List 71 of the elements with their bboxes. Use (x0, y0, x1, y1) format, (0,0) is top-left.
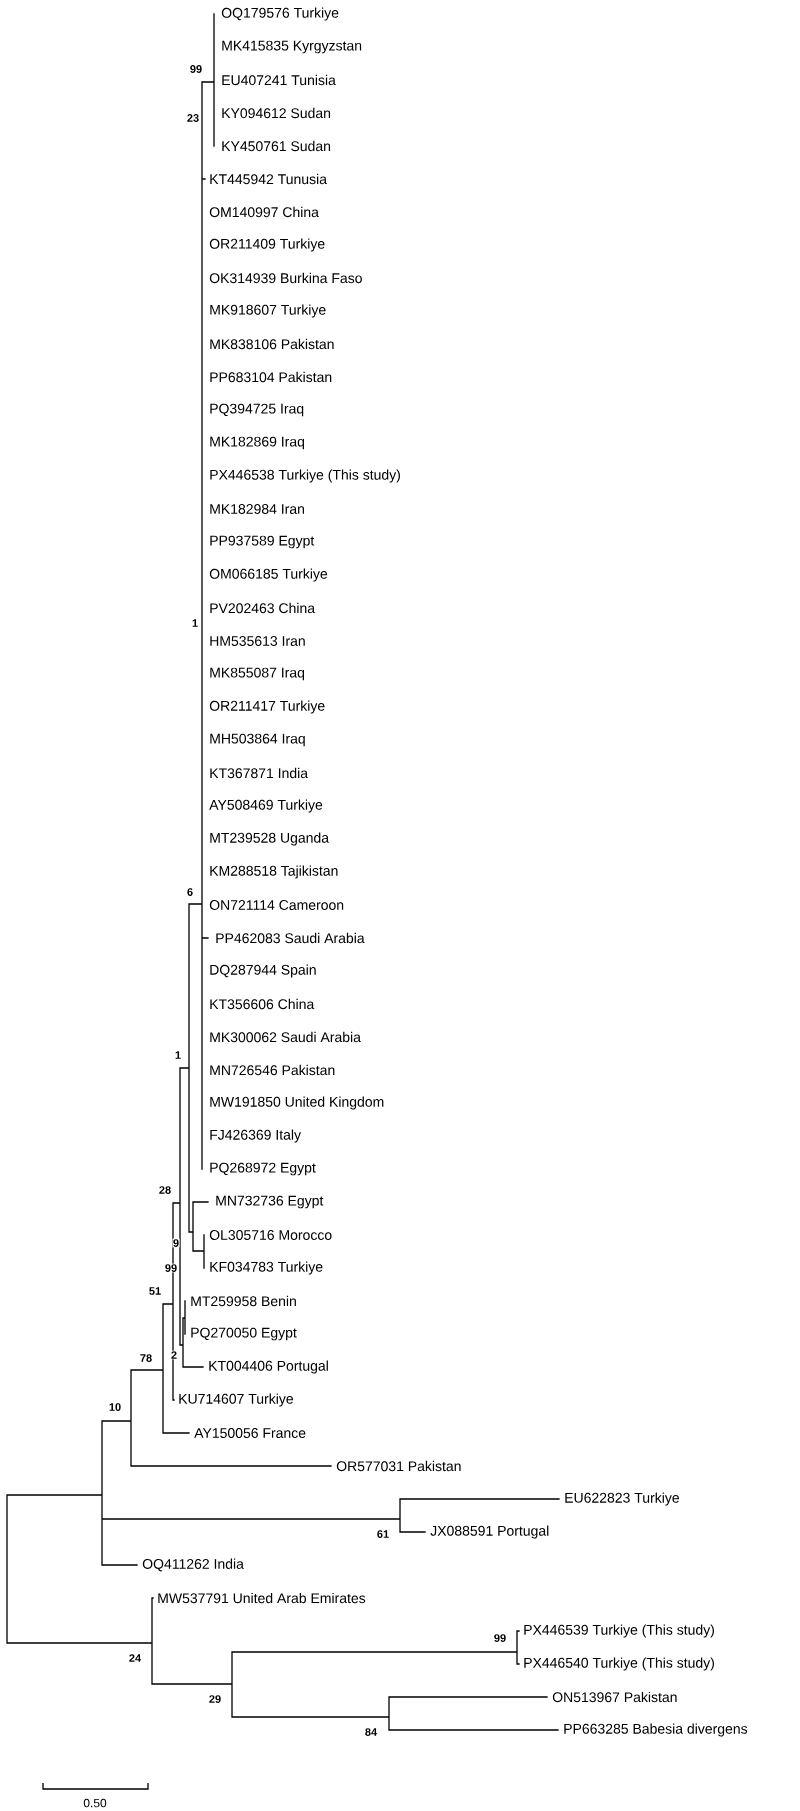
taxon-label: KY094612 Sudan (222, 107, 331, 119)
taxon-label: MW537791 United Arab Emirates (158, 1592, 366, 1604)
bootstrap-value: 99 (189, 64, 203, 74)
taxon-label: MK415835 Kyrgyzstan (222, 40, 362, 54)
taxon-label: ON513967 Pakistan (552, 1691, 677, 1703)
taxon-label: PP663285 Babesia divergens (564, 1723, 748, 1737)
taxon-label: EU407241 Tunisia (222, 74, 336, 86)
taxon-label: MK918607 Turkiye (210, 304, 326, 318)
taxon-label: MT239528 Uganda (210, 832, 330, 846)
taxon-label: MK855087 Iraq (210, 667, 304, 681)
bootstrap-value: 99 (493, 1633, 507, 1643)
bootstrap-value: 29 (208, 1694, 222, 1704)
taxon-label: MW191850 United Kingdom (210, 1096, 384, 1110)
taxon-label: MN732736 Egypt (216, 1195, 324, 1209)
bootstrap-value: 2 (170, 1350, 178, 1360)
taxon-label: MN726546 Pakistan (210, 1064, 335, 1076)
bootstrap-value: 84 (364, 1727, 378, 1737)
taxon-label: ON721114 Cameroon (209, 900, 344, 910)
taxon-label: PX446540 Turkiye (This study) (524, 1657, 714, 1671)
taxon-label: PV202463 China (210, 602, 316, 614)
bootstrap-value: 24 (128, 1653, 142, 1663)
taxon-label: KM288518 Tajikistan (210, 865, 338, 879)
bootstrap-value: 78 (139, 1353, 153, 1363)
taxon-label: PX446538 Turkiye (This study) (210, 469, 400, 483)
bootstrap-value: 99 (164, 1263, 178, 1273)
taxon-label: OR211417 Turkiye (209, 700, 325, 714)
bootstrap-value: 51 (148, 1286, 162, 1296)
taxon-label: KF034783 Turkiye (210, 1261, 323, 1275)
taxon-label: KT445942 Tunusia (210, 173, 327, 185)
taxon-label: AY150056 France (194, 1428, 306, 1438)
taxon-label: MT259958 Benin (191, 1295, 296, 1307)
bootstrap-value: 23 (186, 113, 200, 123)
taxon-label: MK838106 Pakistan (210, 338, 334, 350)
taxon-label: JX088591 Portugal (430, 1525, 549, 1539)
taxon-label: DQ287944 Spain (210, 964, 316, 978)
taxon-label: MH503864 Iraq (210, 733, 305, 747)
taxon-label: PQ270050 Egypt (191, 1327, 297, 1341)
taxon-label: PX446539 Turkiye (This study) (524, 1624, 714, 1638)
taxon-label: MK182984 Iran (210, 504, 304, 514)
taxon-label: PP683104 Pakistan (210, 371, 332, 383)
taxon-label: MK300062 Saudi Arabia (210, 1031, 361, 1043)
scale-label: 0.50 (83, 1798, 107, 1808)
taxon-label: OM066185 Turkiye (209, 568, 328, 582)
taxon-label: PQ394725 Iraq (210, 403, 304, 417)
taxon-label: PP462083 Saudi Arabia (216, 932, 365, 944)
taxon-label: HM535613 Iran (210, 636, 305, 646)
taxon-label: OK314939 Burkina Faso (209, 272, 362, 284)
taxon-label: FJ426369 Italy (210, 1129, 301, 1143)
taxon-label: KY450761 Sudan (222, 140, 331, 152)
taxon-label: OM140997 China (209, 206, 319, 218)
bootstrap-value: 9 (172, 1238, 180, 1248)
bootstrap-value: 6 (186, 887, 194, 897)
taxon-label: AY508469 Turkiye (209, 799, 323, 813)
taxon-label: KT004406 Portugal (209, 1360, 328, 1374)
taxon-label: KU714607 Turkiye (179, 1393, 293, 1407)
taxon-label: OQ179576 Turkiye (221, 7, 339, 21)
bootstrap-value: 1 (191, 618, 199, 628)
bootstrap-value: 10 (108, 1402, 122, 1412)
bootstrap-value: 61 (376, 1529, 390, 1539)
taxon-label: KT356606 China (210, 998, 315, 1010)
taxon-label: PQ268972 Egypt (210, 1162, 316, 1176)
taxon-label: OR577031 Pakistan (336, 1460, 461, 1472)
bootstrap-value: 1 (174, 1050, 182, 1060)
taxon-label: OR211409 Turkiye (209, 238, 325, 252)
taxon-label: PP937589 Egypt (210, 535, 315, 549)
taxon-label: OL305716 Morocco (209, 1230, 332, 1240)
taxon-label: KT367871 India (210, 767, 309, 779)
bootstrap-value: 28 (158, 1185, 172, 1195)
taxon-label: EU622823 Turkiye (565, 1492, 679, 1506)
taxon-label: OQ411262 India (142, 1558, 244, 1572)
taxon-label: MK182869 Iraq (210, 436, 304, 450)
